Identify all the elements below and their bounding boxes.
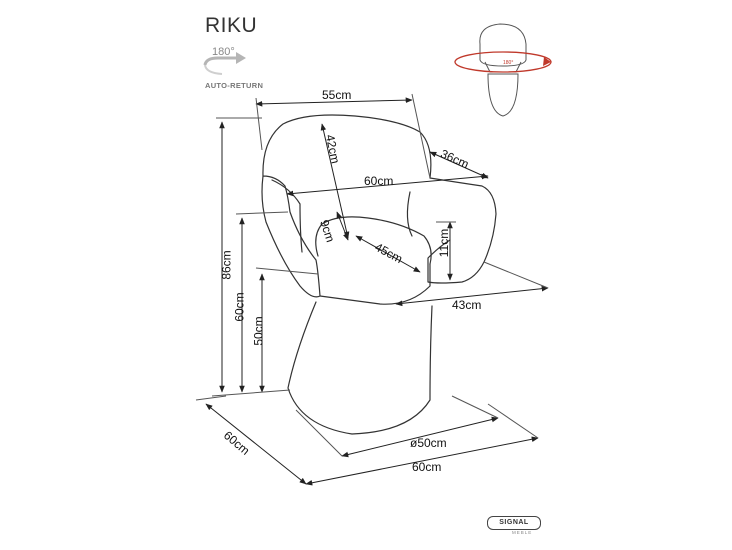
chair-thumbnail [479,23,527,117]
dimension-lines [195,93,549,486]
dim-total-width: 60cm [364,174,394,188]
dim-seat-height: 50cm [251,316,266,346]
dim-armrest-floor-height: 60cm [232,292,247,322]
thumbnail-rotation-degrees: 180° [503,60,514,66]
dim-base-diameter: ø50cm [410,436,447,450]
auto-return-label: AUTO-RETURN [205,81,264,90]
signal-logo: SIGNAL [487,516,541,530]
signal-logo-subtext: MEBLE [512,530,533,535]
rotation-arrow-icon [203,52,246,75]
dim-side-depth: 43cm [452,298,482,312]
rotation-ring-icon [454,51,552,73]
dim-seat-back-width: 55cm [322,88,352,102]
rotation-degrees: 180° [212,46,235,58]
dim-total-height: 86cm [219,250,234,280]
dim-armrest-height: 11cm [437,228,452,258]
product-name: RIKU [205,14,258,37]
dim-front-width: 60cm [412,460,442,474]
